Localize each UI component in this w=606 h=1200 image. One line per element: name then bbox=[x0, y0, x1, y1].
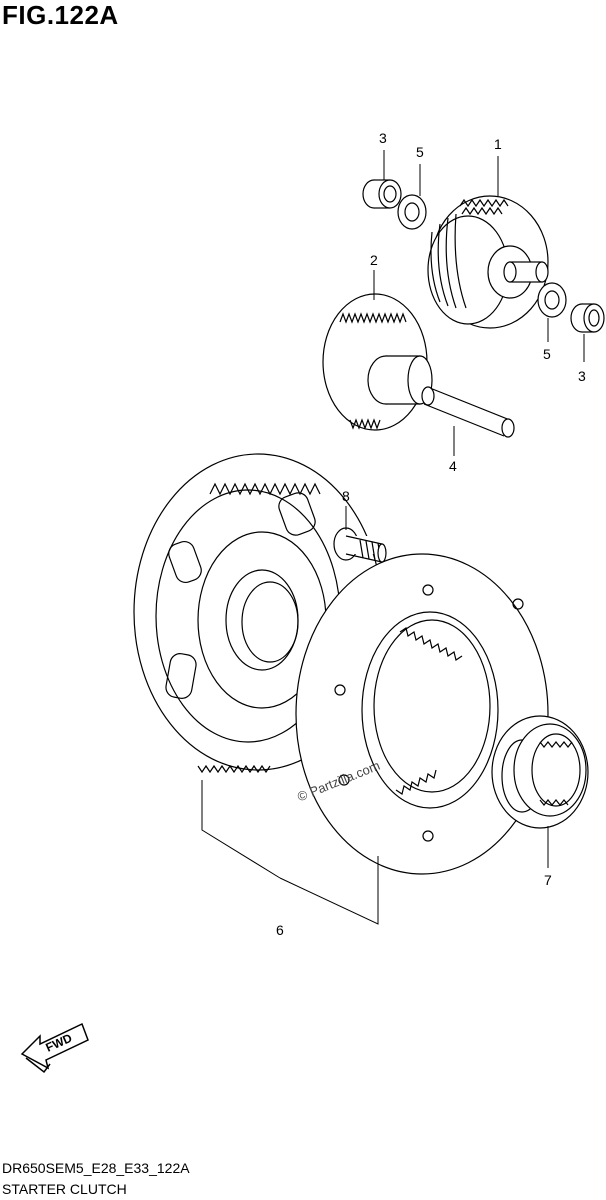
part-3-bushing-lower[interactable] bbox=[570, 303, 605, 333]
figure-title: FIG.122A bbox=[2, 0, 119, 30]
callout-4: 4 bbox=[449, 458, 457, 474]
figure-code: DR650SEM5_E28_E33_122A bbox=[2, 1160, 190, 1176]
callout-8: 8 bbox=[342, 488, 350, 504]
part-8-bolt[interactable] bbox=[333, 527, 387, 563]
fwd-direction-arrow bbox=[20, 1022, 89, 1074]
part-3-bushing-upper[interactable] bbox=[362, 179, 402, 209]
callout-1: 1 bbox=[494, 136, 502, 152]
part-6-one-way-clutch[interactable] bbox=[295, 553, 549, 875]
callout-3-upper: 3 bbox=[379, 130, 387, 146]
part-5-washer-lower[interactable] bbox=[537, 282, 567, 318]
part-7-bearing[interactable] bbox=[491, 715, 589, 829]
part-2-idle-gear[interactable] bbox=[322, 293, 433, 431]
callout-5-lower: 5 bbox=[543, 346, 551, 362]
part-5-washer-upper[interactable] bbox=[397, 194, 427, 230]
callout-6: 6 bbox=[276, 922, 284, 938]
leader-lines bbox=[201, 150, 585, 925]
callout-3-lower: 3 bbox=[578, 368, 586, 384]
part-4-shaft[interactable] bbox=[421, 386, 515, 438]
part-1-gear-cluster[interactable] bbox=[427, 195, 549, 329]
fwd-label: FWD bbox=[44, 1031, 75, 1055]
figure-name: STARTER CLUTCH bbox=[2, 1181, 127, 1197]
callout-5-upper: 5 bbox=[416, 144, 424, 160]
callout-2: 2 bbox=[370, 252, 378, 268]
callout-7: 7 bbox=[544, 872, 552, 888]
